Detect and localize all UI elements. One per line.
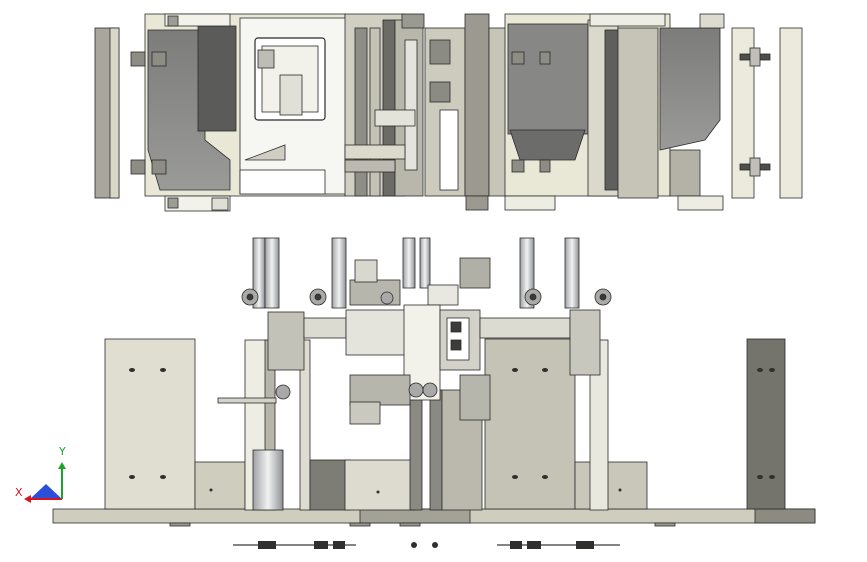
triad-y-label: Y [58,445,66,458]
coordinate-triad: X Y [15,445,66,503]
left-cabinet [104,338,196,510]
triad-z-marker [30,484,62,499]
triad-x-arrowhead [24,495,31,503]
top-right-end-plate-a [731,27,755,199]
front-view [52,237,816,549]
right-end-plate [746,338,786,510]
left-gripper-block [267,311,305,371]
right-cabinet [484,338,576,510]
top-right-end-plate-b [779,27,803,199]
top-view [94,13,803,212]
triad-y-arrowhead [58,462,66,469]
right-gripper-block [569,309,601,376]
triad-x-label: X [15,486,23,499]
